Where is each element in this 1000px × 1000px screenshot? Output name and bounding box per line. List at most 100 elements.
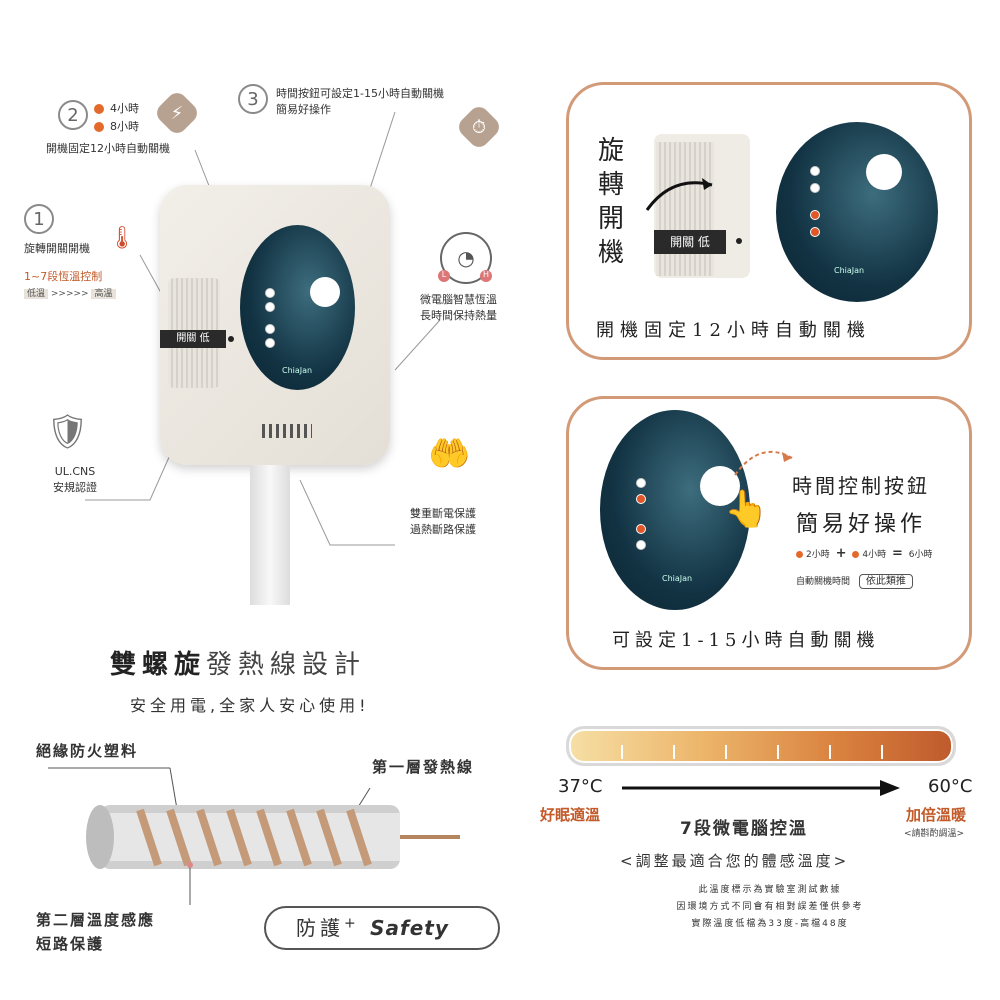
step-1-title: 旋轉開關開機: [24, 242, 90, 255]
temp-feature-line1: 微電腦智慧恆溫: [420, 293, 497, 306]
timer-icon: ⏱: [454, 102, 504, 152]
low-label: 低溫: [24, 289, 49, 299]
arrows: >>>>>: [50, 289, 89, 299]
led-8h: [636, 540, 646, 550]
led-4h: [265, 324, 275, 334]
orange-dot: [94, 122, 104, 132]
bar-tick: [881, 745, 883, 759]
bar-tick: [829, 745, 831, 759]
power-cord: [250, 465, 290, 605]
led-8h-on: [810, 227, 820, 237]
vertical-char: 機: [598, 238, 625, 268]
formula-b: 4小時: [862, 550, 887, 560]
heading-bold: 雙螺旋: [110, 650, 207, 680]
section-heading: 雙螺旋發熱線設計: [110, 644, 366, 681]
vertical-char: 轉: [598, 170, 625, 200]
panel-bottom-caption: 可設定1-15小時自動關機: [612, 630, 880, 651]
indicator-dot: [736, 238, 742, 244]
heading-rest: 發熱線設計: [206, 650, 367, 680]
tagline: <調整最適合您的體感溫度>: [620, 852, 850, 870]
cable-label-2: 第一層發熱線: [372, 758, 475, 776]
auto-off-label: 自動關機時間: [796, 577, 851, 587]
temperature-bar: [566, 726, 956, 766]
formula-a: 2小時: [806, 550, 830, 560]
high-badge-icon: H: [480, 270, 492, 282]
panel-top-caption: 開機固定12小時自動關機: [596, 320, 871, 341]
safety-badge: [264, 906, 500, 950]
timer-line2: 簡易好操作: [796, 512, 927, 537]
note-3: 實際溫度低檔為33度-高檔48度: [691, 919, 849, 929]
orange-dot: [796, 551, 803, 558]
step-3: 3: [238, 84, 268, 114]
switch-label-closeup: 開關 低: [654, 230, 726, 254]
badge-plus: +: [344, 915, 360, 932]
pointer-hand-icon: 👆: [724, 489, 769, 530]
note-1: 此溫度標示為實驗室測試數據: [698, 885, 842, 895]
step-3-line2: 簡易好操作: [276, 103, 331, 116]
led-8h: [265, 338, 275, 348]
cert-line1: UL.CNS: [54, 465, 96, 478]
orange-dot: [852, 551, 860, 558]
badge-en: Safety: [370, 916, 449, 940]
curved-arrow-icon: [645, 178, 713, 211]
control-panel-closeup: [776, 122, 938, 302]
step-2: 2: [58, 100, 88, 130]
control-title: 7段微電腦控溫: [680, 819, 808, 839]
power-icon: ⚡: [152, 88, 202, 138]
vent: [262, 424, 312, 438]
low-temp-label: 好眠適溫: [540, 806, 601, 824]
indicator-dot: [228, 336, 234, 342]
temp-feature-line2: 長時間保持熱量: [420, 309, 497, 322]
step-3-line1: 時間按鈕可設定1-15小時自動關機: [276, 87, 444, 100]
led-1h: [265, 288, 275, 298]
cable-label-3b: 短路保護: [36, 935, 105, 953]
bar-tick: [777, 745, 779, 759]
device-brand: ChiaJan: [662, 574, 693, 583]
gauge-icon: ◔: [440, 232, 492, 284]
option-8h: 8小時: [110, 120, 139, 133]
high-label: 高溫: [91, 289, 116, 299]
step-number: 2: [58, 100, 88, 130]
formula: 2小時 + 4小時 = 6小時: [796, 546, 933, 561]
timer-line1: 時間控制按鈕: [792, 474, 930, 498]
heading-sub: 安全用電,全家人安心使用!: [130, 696, 370, 715]
cable-diagram: [48, 767, 460, 905]
protect-line2: 過熱斷路保護: [410, 523, 476, 536]
step-number: 1: [24, 204, 54, 234]
cert-line2: 安規認證: [53, 481, 97, 494]
led-2h-on: [636, 494, 646, 504]
badge-cn: 防護: [296, 916, 344, 940]
device-brand: ChiaJan: [834, 266, 865, 275]
range-arrow-icon: [622, 780, 900, 796]
note-2: 因環境方式不同會有相對誤差僅供參考: [676, 902, 864, 912]
led-4h-on: [636, 524, 646, 534]
orange-dot: [94, 104, 104, 114]
low-badge-icon: L: [438, 270, 450, 282]
hand-protect-icon: 🤲: [428, 434, 471, 474]
step-1-sub: 1~7段恆溫控制: [24, 270, 103, 283]
bar-tick: [621, 745, 623, 759]
switch-label: 開關 低: [160, 330, 226, 348]
formula-c: 6小時: [908, 550, 933, 560]
dashed-arrow-icon: [734, 450, 793, 476]
led-2h: [810, 183, 820, 193]
timer-button: [700, 466, 740, 506]
step-number: 3: [238, 84, 268, 114]
led-4h-on: [810, 210, 820, 220]
bar-tick: [725, 745, 727, 759]
vertical-char: 開: [598, 204, 625, 234]
plus-sign: +: [835, 546, 847, 561]
cable-label-1: 絕緣防火塑料: [36, 742, 139, 760]
timer-button[interactable]: [310, 277, 340, 307]
led-1h: [810, 166, 820, 176]
high-temp: 60°C: [928, 776, 973, 797]
thermometer-icon: 🌡: [108, 226, 136, 251]
step-1: 1: [24, 204, 54, 234]
high-temp-label: 加倍溫暖: [906, 806, 967, 824]
option-4h: 4小時: [110, 102, 139, 115]
low-temp: 37°C: [558, 776, 603, 797]
control-panel-closeup: [600, 410, 750, 610]
bar-tick: [673, 745, 675, 759]
shield-check-icon: 🛡: [46, 412, 90, 452]
control-panel: [240, 225, 355, 390]
